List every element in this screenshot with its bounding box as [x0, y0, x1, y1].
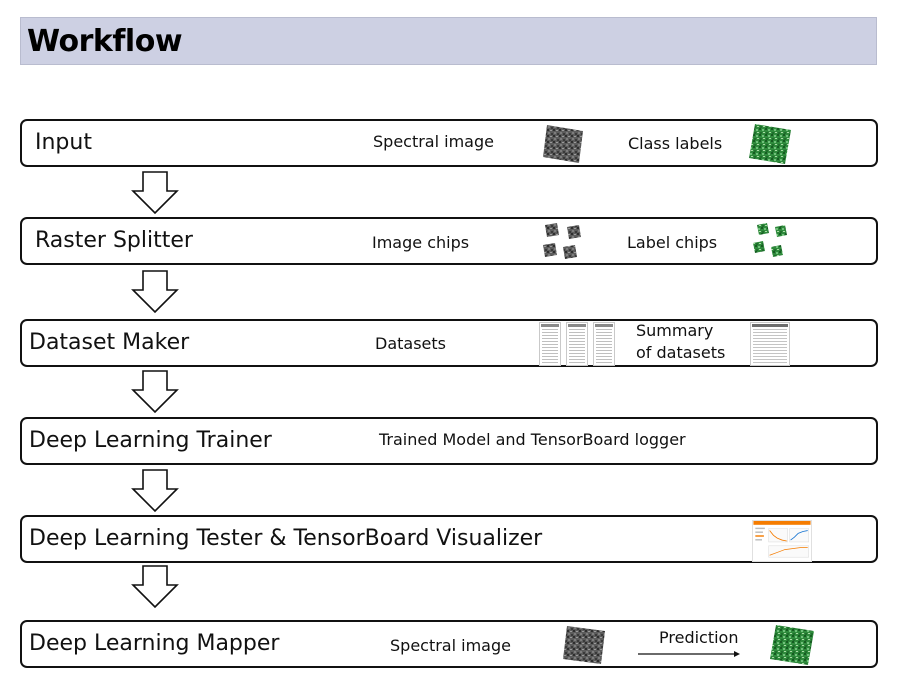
step-title: Raster Splitter — [35, 228, 193, 253]
spectral-image-icon — [541, 123, 585, 165]
step-item-label: Trained Model and TensorBoard logger — [379, 430, 686, 449]
down-arrow-icon — [130, 270, 180, 314]
down-arrow-icon — [130, 171, 180, 215]
step-title: Deep Learning Mapper — [29, 631, 279, 656]
step-item-label: Spectral image — [373, 132, 494, 151]
step-deep-learning-mapper: Deep Learning Mapper Spectral image Pred… — [20, 620, 878, 668]
dataset-table-icon — [566, 322, 588, 366]
spectral-image-icon — [561, 624, 607, 666]
class-labels-icon — [747, 122, 793, 166]
step-item-label: Summary — [636, 321, 713, 340]
step-deep-learning-trainer: Deep Learning Trainer Trained Model and … — [20, 417, 878, 465]
page-title: Workflow — [27, 24, 182, 59]
step-deep-learning-tester: Deep Learning Tester & TensorBoard Visua… — [20, 515, 878, 563]
prediction-arrow-icon — [637, 649, 741, 659]
step-item-label: of datasets — [636, 343, 725, 362]
step-item-label: Spectral image — [390, 636, 511, 655]
step-item-label: Class labels — [628, 134, 722, 153]
down-arrow-icon — [130, 469, 180, 513]
label-chips-icon — [749, 221, 793, 263]
step-dataset-maker: Dataset Maker Datasets Summary of datase… — [20, 319, 878, 367]
image-chips-icon — [541, 221, 585, 263]
step-item-label: Label chips — [627, 233, 717, 252]
down-arrow-icon — [130, 565, 180, 609]
dataset-table-icon — [539, 322, 561, 366]
step-title: Deep Learning Tester & TensorBoard Visua… — [29, 526, 542, 551]
step-raster-splitter: Raster Splitter Image chips Label chips — [20, 217, 878, 265]
step-item-label: Datasets — [375, 334, 446, 353]
dataset-table-icon — [593, 322, 615, 366]
title-bar: Workflow — [20, 17, 877, 65]
step-title: Dataset Maker — [29, 330, 189, 355]
step-title: Input — [35, 130, 92, 155]
prediction-map-icon — [768, 623, 816, 667]
summary-table-icon — [750, 322, 790, 366]
down-arrow-icon — [130, 370, 180, 414]
step-title: Deep Learning Trainer — [29, 428, 272, 453]
tensorboard-icon — [752, 520, 812, 562]
step-item-label: Prediction — [659, 628, 738, 647]
step-item-label: Image chips — [372, 233, 469, 252]
step-input: Input Spectral image Class labels — [20, 119, 878, 167]
